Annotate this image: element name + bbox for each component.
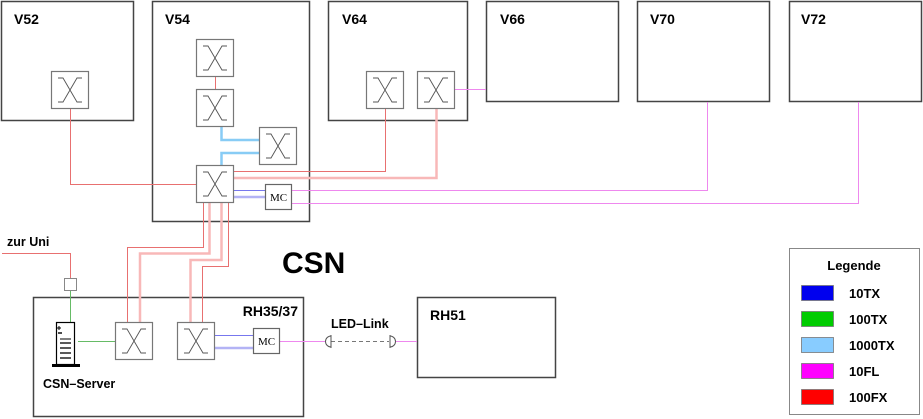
switch-v64-1	[365, 70, 405, 110]
legend-label: 100TX	[849, 312, 888, 327]
room-v66: V66	[485, 0, 620, 103]
media-converter-v54: MC	[264, 183, 293, 211]
room-rh51: RH51	[416, 296, 557, 379]
uplink-label: zur Uni	[7, 235, 49, 249]
legend-swatch	[801, 285, 834, 301]
switch-icon	[203, 45, 227, 71]
switch-v54-1	[195, 38, 235, 78]
link-v52-v54	[70, 108, 196, 185]
link-v54-rh-4	[202, 203, 229, 322]
switch-rh3537-1	[114, 321, 154, 361]
mc-label-rh3537: MC	[258, 336, 275, 348]
link-v54-mc-v72	[291, 102, 859, 204]
link-v54-rh-1	[127, 203, 204, 322]
legend-label: 1000TX	[849, 338, 895, 353]
room-label-v54: V54	[165, 11, 190, 27]
mc-label-v54: MC	[270, 192, 287, 204]
legend-title: Legende	[827, 258, 880, 273]
switch-icon	[58, 77, 82, 103]
switch-icon	[203, 95, 227, 121]
switch-v52	[50, 70, 90, 110]
uplink-connector	[64, 278, 77, 291]
led-transceiver-left-icon	[325, 335, 332, 348]
switch-v54-2	[195, 88, 235, 128]
switch-icon	[424, 77, 448, 103]
room-label-rh3537: RH35/37	[243, 303, 298, 319]
legend-swatch	[801, 337, 834, 353]
switch-icon	[266, 133, 290, 159]
link-v54-rh-2	[138, 203, 211, 322]
switch-v64-2	[416, 70, 456, 110]
legend-entry: 1000TX	[801, 337, 895, 353]
legend: Legende 10TX 100TX 1000TX 10FL 100FX	[789, 248, 920, 415]
link-v54-mc-v70	[291, 102, 708, 191]
link-v54-v64-sw2	[234, 108, 438, 180]
legend-label: 10TX	[849, 286, 880, 301]
room-label-v70: V70	[650, 11, 675, 27]
legend-label: 100FX	[849, 390, 888, 405]
link-v54-sw4-sw3	[220, 151, 259, 165]
legend-swatch	[801, 311, 834, 327]
legend-entry: 10TX	[801, 285, 880, 301]
switch-v54-3	[258, 126, 298, 166]
server-icon	[52, 321, 80, 367]
switch-icon	[184, 328, 208, 354]
room-label-rh51: RH51	[430, 307, 466, 323]
link-uni-uplink	[2, 253, 71, 278]
legend-swatch	[801, 363, 834, 379]
diagram-title: CSN	[282, 247, 345, 280]
switch-icon	[122, 328, 146, 354]
room-v70: V70	[636, 0, 771, 103]
room-label-v72: V72	[801, 11, 826, 27]
link-v54-sw2-sw3	[220, 127, 259, 142]
legend-entries: 10TX 100TX 1000TX 10FL 100FX	[801, 285, 895, 405]
legend-entry: 100FX	[801, 389, 888, 405]
legend-swatch	[801, 389, 834, 405]
room-v72: V72	[788, 0, 923, 103]
switches	[50, 38, 456, 361]
legend-entry: 100TX	[801, 311, 888, 327]
server-label: CSN–Server	[43, 377, 115, 391]
switch-rh3537-2	[176, 321, 216, 361]
switch-icon	[373, 77, 397, 103]
led-transceiver-right-icon	[389, 335, 396, 348]
legend-entry: 10FL	[801, 363, 879, 379]
room-label-v66: V66	[500, 11, 525, 27]
connections	[2, 77, 859, 350]
room-label-v64: V64	[342, 11, 367, 27]
room-rh3537: RH35/37	[32, 296, 305, 418]
room-label-v52: V52	[14, 11, 39, 27]
legend-label: 10FL	[849, 364, 879, 379]
link-v54-v64-sw1	[234, 108, 386, 172]
media-converter-rh3537: MC	[252, 327, 281, 355]
link-v54-rh-3	[189, 203, 223, 322]
switch-icon	[203, 171, 227, 197]
led-link-label: LED–Link	[331, 317, 389, 331]
switch-v54-main	[195, 164, 235, 204]
